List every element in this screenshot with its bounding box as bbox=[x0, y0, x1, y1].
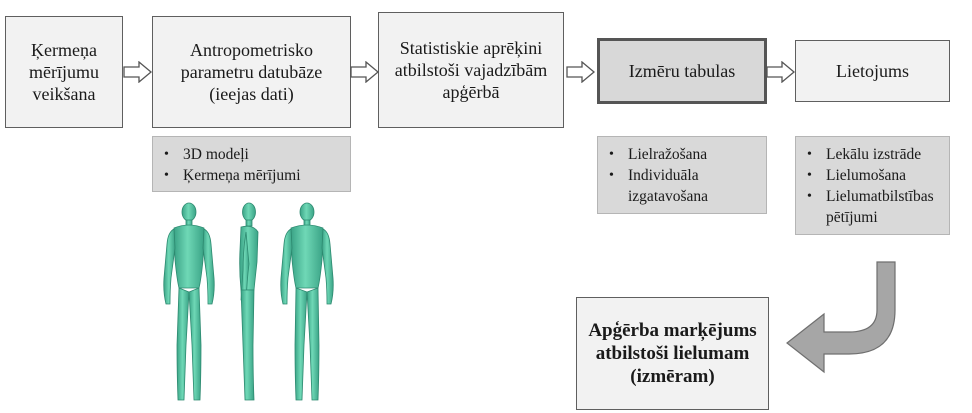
note-item: Lielražošana bbox=[604, 144, 760, 165]
body-figure-back bbox=[280, 202, 334, 401]
flow-arrow-4 bbox=[766, 61, 796, 83]
note-item: Ķermeņa mērījumi bbox=[159, 165, 344, 186]
note-item: Individuāla izgatavošana bbox=[604, 165, 760, 207]
step-size-tables: Izmēru tabulas bbox=[597, 38, 767, 104]
step-label: Statistiskie aprēķini atbilstoši vajadzī… bbox=[394, 38, 548, 102]
3d-body-models-image bbox=[163, 202, 334, 401]
database-notes: 3D modeļi Ķermeņa mērījumi bbox=[152, 136, 351, 192]
flow-arrow-3 bbox=[566, 61, 596, 83]
step-statistical-calculations: Statistiskie aprēķini atbilstoši vajadzī… bbox=[378, 12, 564, 128]
note-item: 3D modeļi bbox=[159, 144, 344, 165]
step-anthropometric-database: Antropometrisko parametru datubāze (ieej… bbox=[152, 16, 351, 128]
result-label: Apģērba marķējums atbilstoši lielumam (i… bbox=[588, 320, 757, 387]
step-body-measurement: Ķermeņa mērījumu veikšana bbox=[5, 16, 123, 128]
body-figure-side bbox=[239, 202, 259, 401]
step-application: Lietojums bbox=[795, 40, 950, 102]
step-label: Lietojums bbox=[836, 61, 909, 81]
flow-arrow-1 bbox=[123, 61, 153, 83]
step-label: Izmēru tabulas bbox=[628, 61, 736, 81]
size-table-notes: Lielražošana Individuāla izgatavošana bbox=[597, 136, 767, 214]
flow-arrow-2 bbox=[350, 61, 380, 83]
note-item: Lielumošana bbox=[802, 165, 943, 186]
note-item: Lekālu izstrāde bbox=[802, 144, 943, 165]
application-notes: Lekālu izstrāde Lielumošana Lielumatbils… bbox=[795, 136, 950, 235]
step-label: Ķermeņa mērījumu veikšana bbox=[29, 40, 99, 104]
body-figure-front bbox=[163, 202, 215, 401]
result-garment-labelling: Apģērba marķējums atbilstoši lielumam (i… bbox=[576, 297, 769, 410]
note-item: Lielumatbilstības pētījumi bbox=[802, 186, 943, 228]
step-label: Antropometrisko parametru datubāze (ieej… bbox=[180, 40, 323, 104]
curved-arrow-to-result bbox=[786, 261, 896, 374]
